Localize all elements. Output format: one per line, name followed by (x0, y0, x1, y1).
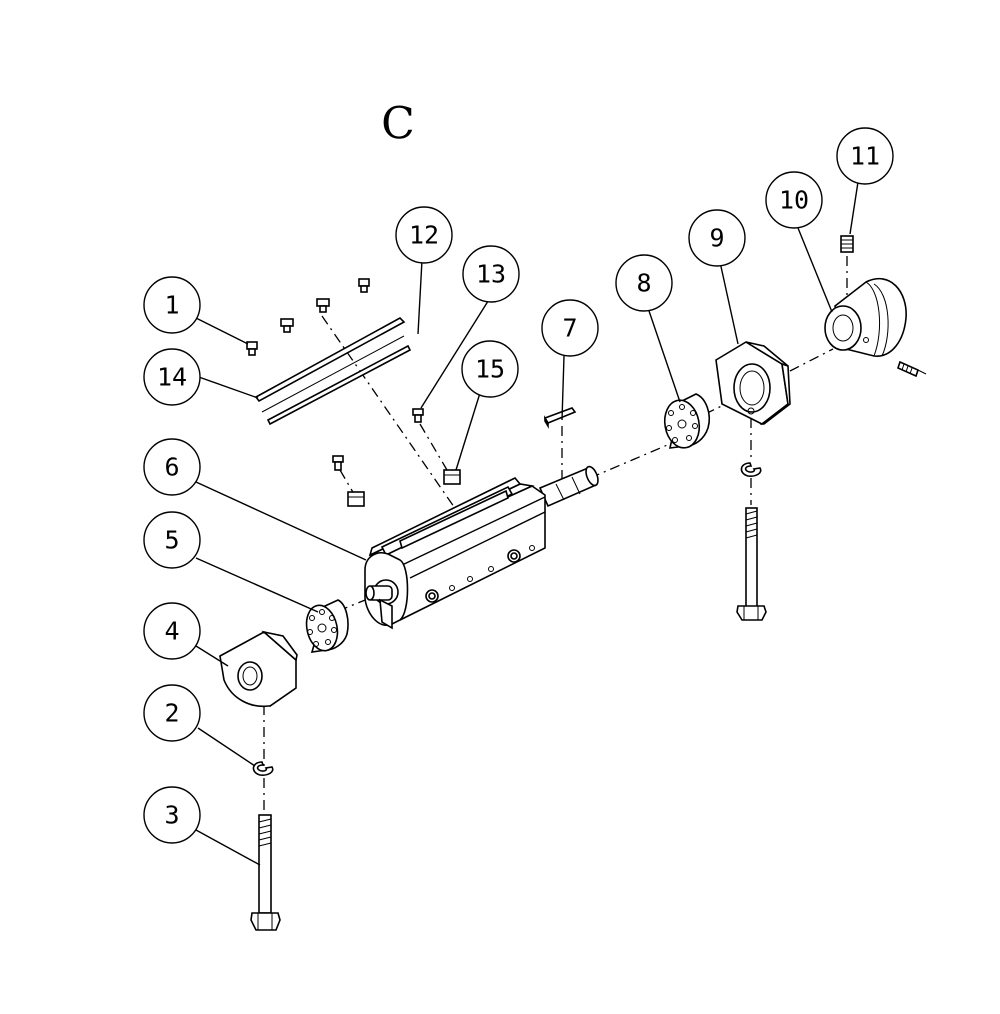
callout-label-12: 12 (409, 221, 439, 250)
callout-label-1: 1 (164, 291, 179, 320)
key-part-7 (543, 407, 577, 429)
callout-13: 13 (462, 245, 520, 303)
callout-label-11: 11 (850, 142, 880, 171)
collar-part-10 (824, 277, 907, 357)
clip-part-2 (252, 761, 274, 776)
gib-strip-part-12-14 (254, 317, 412, 426)
callout-14: 14 (143, 348, 201, 406)
callout-label-4: 4 (164, 617, 179, 646)
callout-10: 10 (765, 171, 823, 229)
gib-screws (246, 278, 370, 356)
clip-right (740, 462, 762, 477)
bolt-right (736, 507, 767, 621)
callout-12: 12 (395, 206, 453, 264)
callout-5: 5 (143, 511, 201, 569)
screw-part-13 (412, 408, 424, 423)
main-body-part-6 (364, 465, 599, 630)
callout-label-3: 3 (164, 801, 179, 830)
callout-9: 9 (688, 209, 746, 267)
callout-15: 15 (461, 340, 519, 398)
bushing-part-15 (443, 469, 461, 485)
callout-label-15: 15 (475, 355, 505, 384)
callout-3: 3 (143, 786, 201, 844)
callout-7: 7 (541, 299, 599, 357)
callout-1: 1 (143, 276, 201, 334)
set-screw-part-11 (840, 235, 854, 253)
callout-label-10: 10 (779, 186, 809, 215)
callout-label-13: 13 (476, 260, 506, 289)
callout-11: 11 (836, 127, 894, 185)
section-label: C (381, 99, 415, 150)
bolt-part-3 (250, 814, 281, 931)
callout-label-2: 2 (164, 699, 179, 728)
callout-8: 8 (615, 254, 673, 312)
callout-2: 2 (143, 684, 201, 742)
bearing-block-part-4 (219, 630, 298, 708)
callout-label-9: 9 (709, 224, 724, 253)
bearing-housing-part-9 (715, 341, 791, 425)
bearing-part-5 (305, 599, 349, 653)
bearing-part-8 (663, 393, 711, 449)
screw-left (332, 455, 344, 471)
callout-6: 6 (143, 438, 201, 496)
set-screw-side (897, 360, 927, 378)
bushing-left (347, 491, 365, 507)
callout-label-8: 8 (636, 269, 651, 298)
callout-label-7: 7 (562, 314, 577, 343)
callout-label-14: 14 (157, 363, 187, 392)
callout-label-5: 5 (164, 526, 179, 555)
callout-label-6: 6 (164, 453, 179, 482)
callout-4: 4 (143, 602, 201, 660)
leader-lines (195, 181, 859, 866)
